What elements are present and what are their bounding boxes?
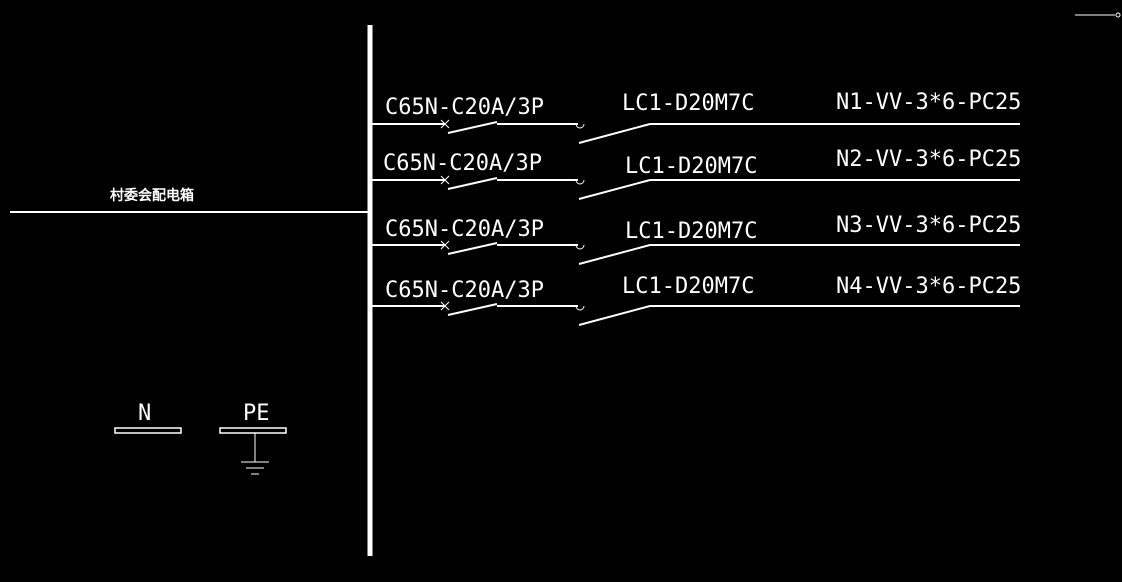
circuit-4-contactor-arc-icon xyxy=(575,305,585,311)
circuit-1-contactor-blade xyxy=(578,123,651,144)
earth-bar-label: PE xyxy=(243,401,270,426)
circuit-1-breaker-label: C65N-C20A/3P xyxy=(385,95,544,120)
circuit-1-contactor-arc-icon xyxy=(575,123,585,129)
circuit-2-breaker-label: C65N-C20A/3P xyxy=(383,151,542,176)
circuit-3-contactor-blade xyxy=(578,244,651,265)
circuit-2-cable-label: N2-VV-3*6-PC25 xyxy=(836,147,1021,172)
circuit-1-breaker-blade xyxy=(447,121,498,134)
earth-bar: PE xyxy=(219,401,287,475)
circuit-1-contactor-label: LC1-D20M7C xyxy=(622,91,754,116)
circuit-1-breaker-cross-icon xyxy=(440,119,450,129)
earth-bar-rect xyxy=(219,427,287,434)
circuit-2-breaker-blade xyxy=(447,177,498,190)
circuit-2-breaker-cross-icon xyxy=(440,175,450,185)
circuit-4-cable-label: N4-VV-3*6-PC25 xyxy=(836,274,1021,299)
circuit-4-contactor-label: LC1-D20M7C xyxy=(622,274,754,299)
ground-icon xyxy=(241,433,269,475)
circuit-4-breaker-cross-icon xyxy=(440,301,450,311)
neutral-bar: N xyxy=(114,401,182,434)
circuit-3-breaker-label: C65N-C20A/3P xyxy=(385,217,544,242)
circuit-2-contactor-blade xyxy=(578,179,651,200)
neutral-bar-label: N xyxy=(138,401,151,426)
circuit-1: C65N-C20A/3P LC1-D20M7C N1-VV-3*6-PC25 xyxy=(372,90,1021,144)
circuit-3-contactor-label: LC1-D20M7C xyxy=(625,219,757,244)
circuit-3-breaker-blade xyxy=(447,242,498,255)
circuit-3: C65N-C20A/3P LC1-D20M7C N3-VV-3*6-PC25 xyxy=(372,213,1021,265)
circuit-3-contactor-arc-icon xyxy=(575,244,585,250)
circuit-4: C65N-C20A/3P LC1-D20M7C N4-VV-3*6-PC25 xyxy=(372,274,1021,326)
incoming-label: 村委会配电箱 xyxy=(110,187,194,204)
circuit-4-contactor-blade xyxy=(578,305,651,326)
neutral-bar-rect xyxy=(114,427,182,434)
circuit-4-breaker-blade xyxy=(447,303,498,316)
circuit-4-breaker-label: C65N-C20A/3P xyxy=(385,278,544,303)
circuit-2: C65N-C20A/3P LC1-D20M7C N2-VV-3*6-PC25 xyxy=(372,147,1021,200)
circuit-2-contactor-label: LC1-D20M7C xyxy=(625,154,757,179)
circuit-1-cable-label: N1-VV-3*6-PC25 xyxy=(836,90,1021,115)
circuit-2-contactor-arc-icon xyxy=(575,179,585,185)
corner-marker xyxy=(1075,12,1121,18)
circuit-3-cable-label: N3-VV-3*6-PC25 xyxy=(836,213,1021,238)
circuit-3-breaker-cross-icon xyxy=(440,240,450,250)
